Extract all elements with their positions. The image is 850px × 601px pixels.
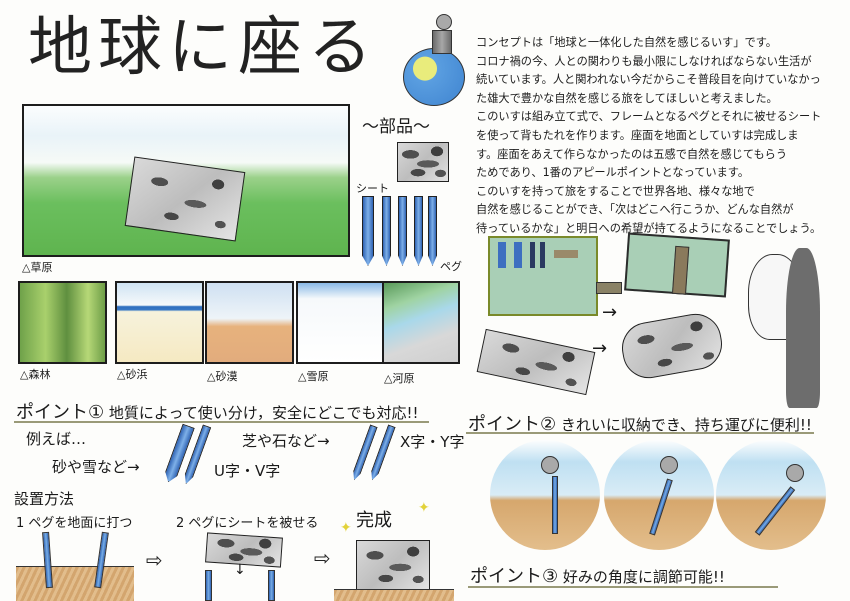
sheet-label: シート	[356, 182, 389, 195]
point2-underline	[466, 432, 814, 434]
person-head-icon	[436, 14, 452, 30]
concept-line: た雄大で豊かな自然を感じる旅をしてほしいと考えました。	[476, 91, 778, 105]
peg-icon	[268, 570, 275, 601]
uv-shape-label: U字・V字	[214, 462, 281, 480]
peg-icon	[382, 196, 391, 266]
concept-line: を使って背もたれを作ります。座面を地面としていすは完成しま	[476, 128, 799, 142]
concept-line: 続いています。人と関われない今だからこそ普段目を向けていなかっ	[476, 73, 821, 87]
setup-done: 完成	[356, 510, 392, 531]
concept-line: ためであり、1番のアピールポイントとなっています。	[476, 166, 750, 180]
point3-underline	[468, 586, 778, 588]
ground-illustration	[334, 589, 454, 601]
point2-text: きれいに収納でき、持ち運びに便利!!	[560, 416, 812, 434]
point3-label: ポイント③	[470, 566, 559, 587]
setup-step1: 1 ペグを地面に打つ	[16, 516, 133, 531]
terrain-desert-image	[205, 281, 294, 364]
terrain-beach-image	[115, 281, 204, 364]
person-silhouette-icon	[786, 248, 820, 408]
grass-stone-label: 芝や石など→	[242, 432, 330, 450]
terrain-caption: △砂漠	[207, 370, 238, 383]
case-strap	[596, 282, 622, 294]
peg-icon	[428, 196, 437, 266]
example-label: 例えば…	[26, 430, 87, 448]
sheet-rolled-icon	[617, 309, 727, 383]
peg-in-case-icon	[498, 242, 506, 268]
concept-text: コンセプトは「地球と一体化した自然を感じるいす」です。 コロナ禍の今、人との関わ…	[476, 34, 846, 239]
pegs-group	[360, 196, 440, 266]
arrow-icon: →	[592, 338, 608, 359]
down-arrow-icon: ↓	[234, 562, 246, 578]
terrain-forest-image	[18, 281, 107, 364]
person-head-icon	[660, 456, 678, 474]
case-strap	[671, 245, 690, 295]
terrain-snowfield-image	[296, 281, 385, 364]
setup-step2: 2 ペグにシートを被せる	[176, 516, 319, 531]
peg-in-case-icon	[514, 242, 522, 268]
angle-illustration-reclined	[604, 440, 714, 550]
terrain-caption: △雪原	[298, 370, 329, 383]
peg-icon	[398, 196, 407, 266]
xy-shape-label: X字・Y字	[400, 433, 465, 451]
point1-underline	[14, 421, 429, 423]
concept-line: す。座面をあえて作らなかったのは五感で自然を感じてもらう	[476, 147, 788, 161]
grassland-caption: △草原	[22, 261, 53, 274]
point3-heading: ポイント③ 好みの角度に調節可能!!	[470, 562, 725, 588]
arrow-icon: →	[602, 302, 618, 323]
person-head-icon	[786, 464, 804, 482]
globe-illustration	[403, 48, 465, 106]
point3-text: 好みの角度に調節可能!!	[562, 568, 725, 586]
peg-label: ペグ	[440, 260, 462, 273]
concept-line: 自然を感じることができ、「次はどこへ行こうか、どんな自然が	[476, 203, 794, 217]
backrest-peg-icon	[649, 478, 673, 536]
concept-line: このいすは組み立て式で、フレームとなるペグとそれに被せるシート	[476, 110, 822, 124]
terrain-caption: △森林	[20, 368, 51, 381]
step-arrow-icon: ⇨	[314, 546, 331, 570]
concept-line: 待っているかな」と明日への希望が持てるようになることでしょう。	[476, 221, 822, 235]
point1-label: ポイント①	[16, 402, 105, 423]
terrain-caption: △砂浜	[117, 368, 148, 381]
peg-case-closed	[624, 232, 730, 298]
step-arrow-icon: ⇨	[146, 548, 163, 572]
angle-illustration-lying	[716, 440, 826, 550]
sand-snow-label: 砂や雪など→	[52, 458, 140, 476]
angle-illustration-upright	[490, 440, 600, 550]
point1-heading: ポイント① 地質によって使い分け，安全にどこでも対応!!	[16, 398, 419, 424]
terrain-riverbed-image	[382, 281, 460, 364]
backrest-peg-icon	[754, 486, 796, 536]
concept-line: コンセプトは「地球と一体化した自然を感じるいす」です。	[476, 36, 777, 49]
hammer-icon	[554, 250, 578, 258]
u-peg-icon	[362, 196, 374, 266]
point2-heading: ポイント② きれいに収納でき、持ち運びに便利!!	[468, 410, 812, 436]
sheet-flat-icon	[476, 328, 596, 396]
terrain-caption: △河原	[384, 372, 415, 385]
camo-sheet-chair	[124, 156, 246, 242]
concept-line: コロナ禍の今、人との関わりも最小限にしなければならない生活が	[476, 54, 812, 68]
backrest-peg-icon	[552, 476, 558, 534]
setup-heading: 設置方法	[14, 490, 75, 508]
peg-case-open	[488, 236, 598, 316]
point1-text: 地質によって使い分け，安全にどこでも対応!!	[108, 404, 419, 422]
sheet-part	[397, 142, 449, 182]
peg-in-case-icon	[540, 242, 545, 268]
point2-label: ポイント②	[468, 414, 557, 435]
concept-line: このいすを持って旅をすることで世界各地、様々な地で	[476, 184, 755, 198]
peg-in-case-icon	[530, 242, 535, 268]
peg-icon	[205, 570, 212, 601]
poster-title: 地球に座る	[28, 11, 378, 85]
grassland-scene	[22, 104, 350, 257]
sitting-person-icon	[432, 30, 452, 54]
person-head-icon	[541, 456, 559, 474]
parts-title: 〜部品〜	[362, 117, 430, 137]
sparkle-icon: ✦	[340, 520, 352, 536]
peg-icon	[414, 196, 423, 266]
ground-illustration	[16, 566, 134, 601]
sparkle-icon: ✦	[418, 500, 430, 516]
finished-chair-icon	[356, 540, 430, 590]
